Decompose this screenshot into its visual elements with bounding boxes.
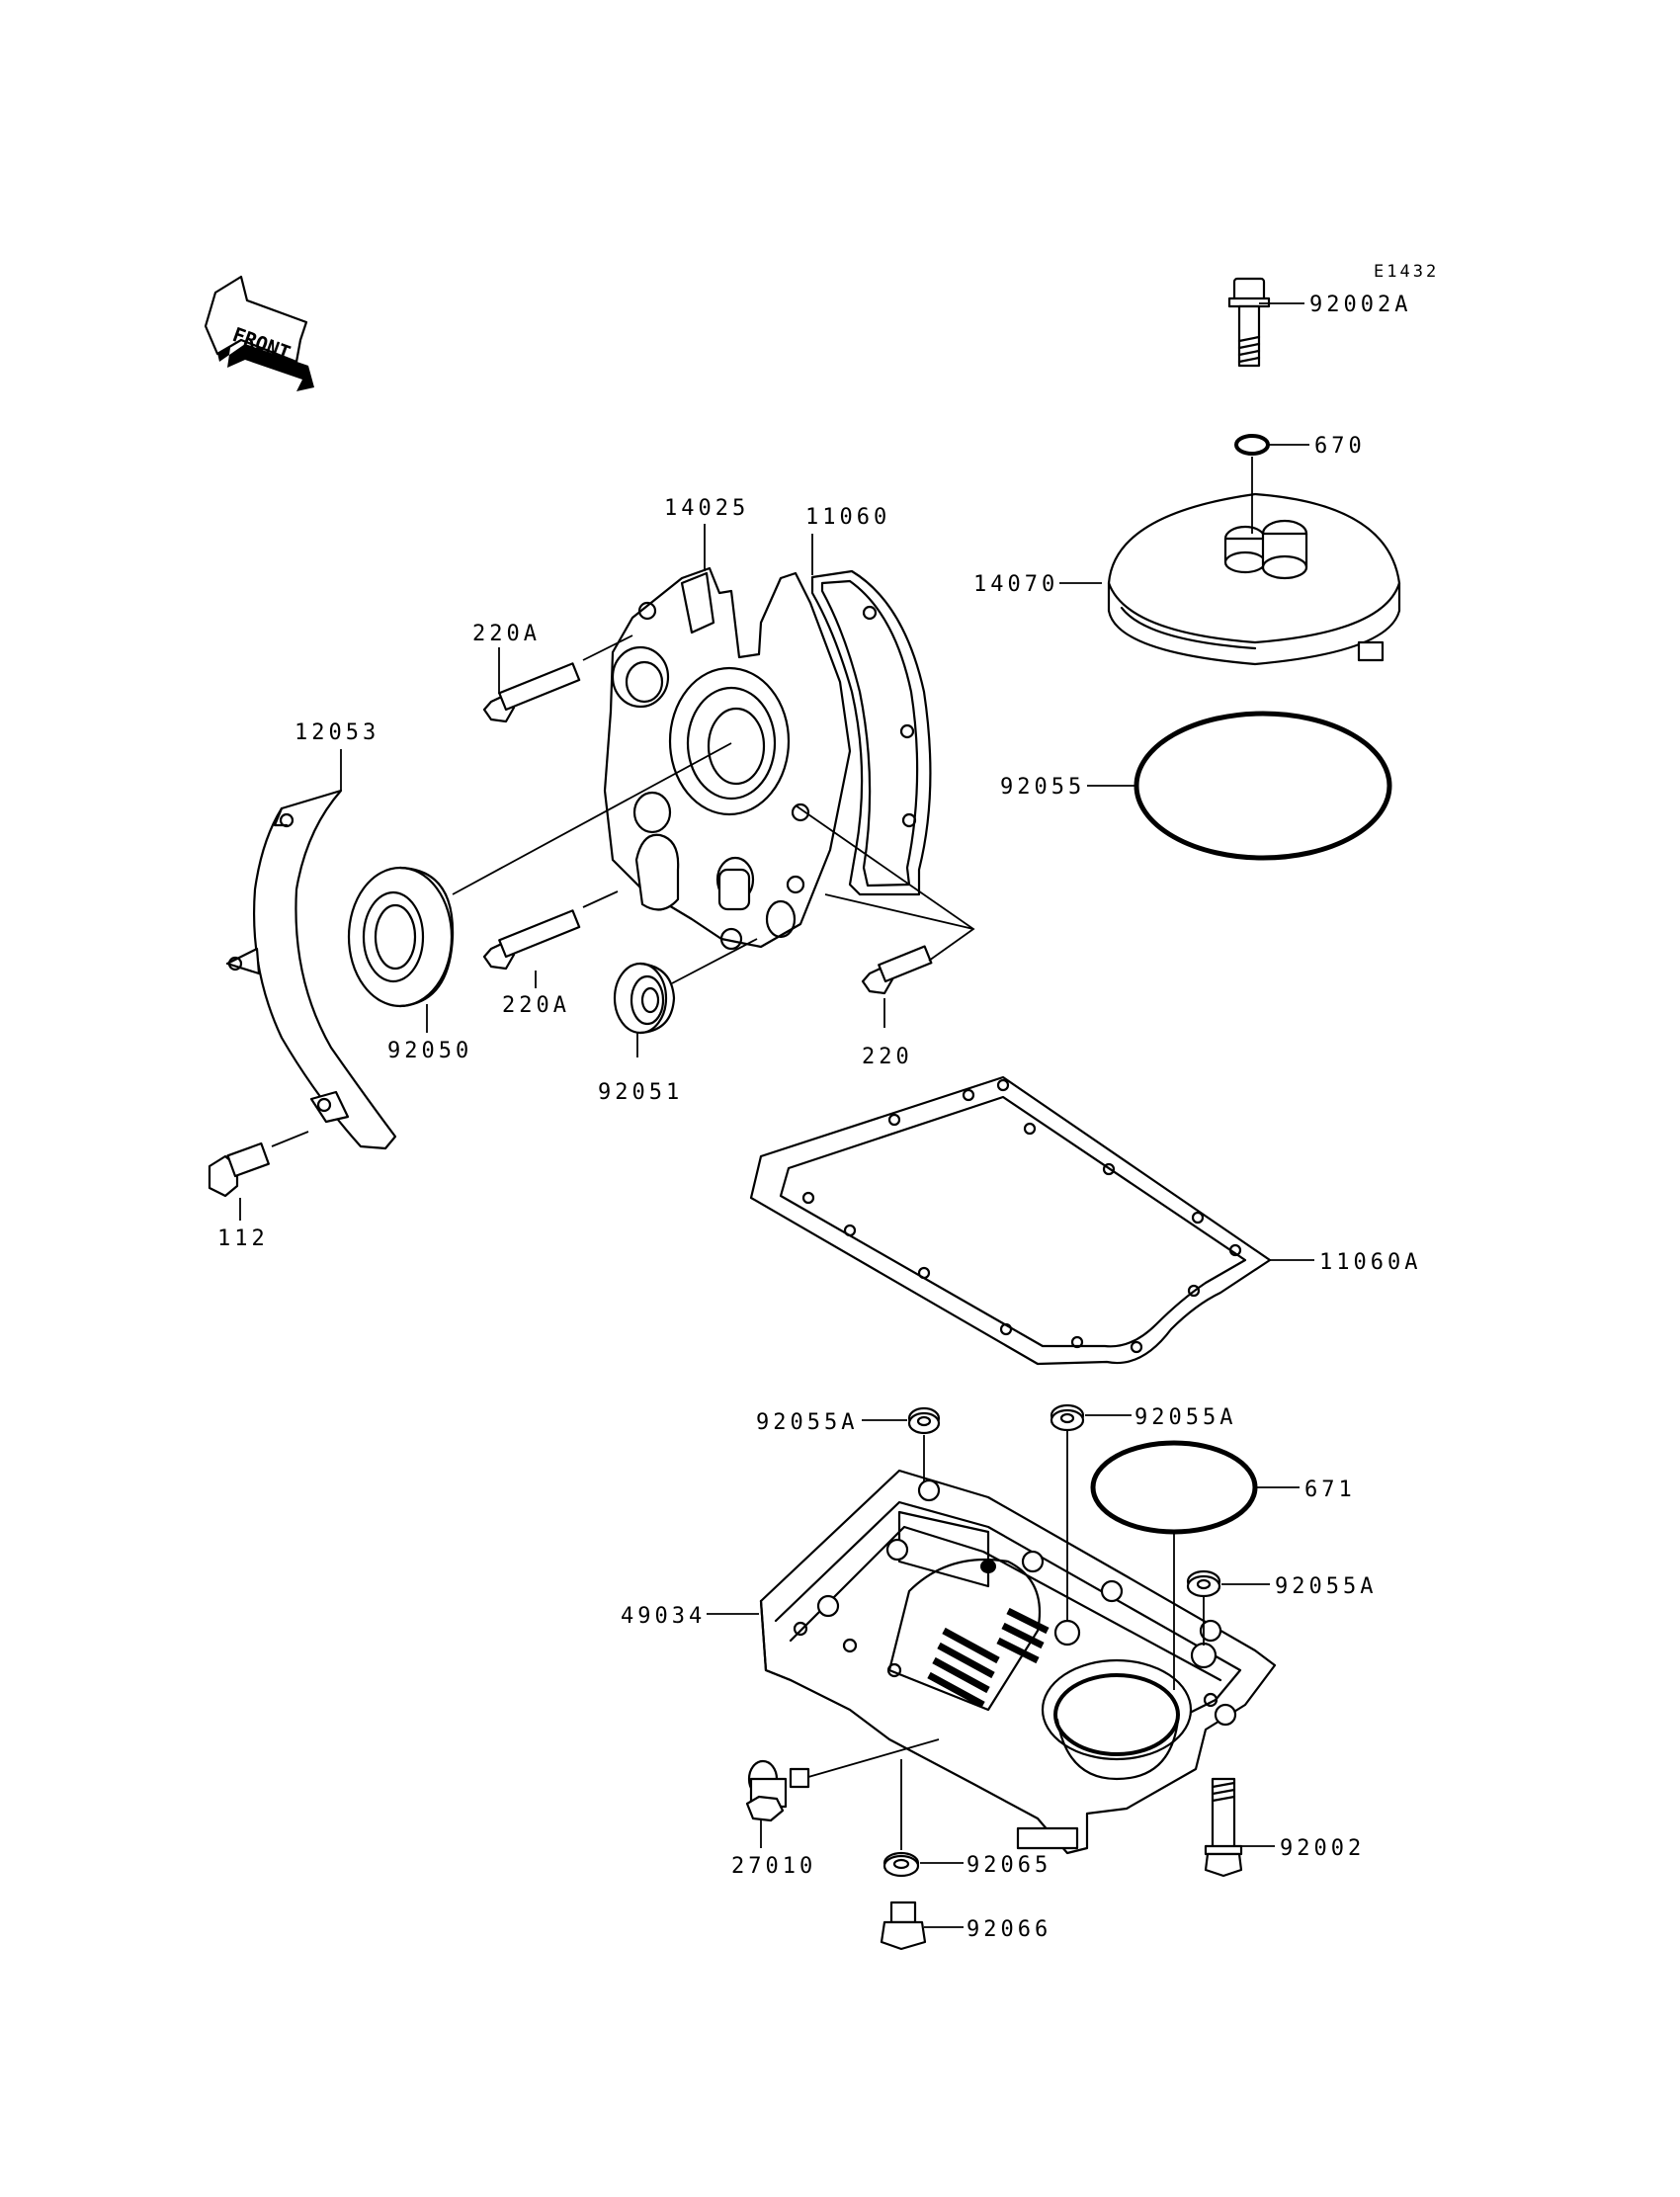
bolt-92002 (1204, 1777, 1243, 1878)
washer-92065 (882, 1851, 920, 1878)
label-92055: 92055 (1000, 775, 1085, 800)
bolt-220A-top (482, 662, 581, 723)
oring-92055 (1134, 711, 1392, 861)
label-49034: 49034 (621, 1604, 706, 1629)
label-112: 112 (217, 1226, 269, 1251)
label-220: 220 (862, 1045, 913, 1069)
label-92055A-right: 92055A (1275, 1574, 1377, 1599)
label-671: 671 (1304, 1478, 1356, 1502)
plug-92066 (880, 1901, 927, 1951)
bolt-112 (208, 1141, 270, 1198)
label-14025: 14025 (664, 496, 749, 521)
label-92050: 92050 (387, 1039, 472, 1063)
label-11060A: 11060A (1319, 1250, 1421, 1275)
diagram-code: E1432 (1374, 262, 1439, 282)
bolt-220 (861, 945, 933, 995)
label-92055A-mid: 92055A (1134, 1405, 1236, 1430)
oring-671 (1090, 1440, 1258, 1535)
front-arrow-icon: FRONT (204, 275, 314, 391)
bearing-92051 (613, 962, 676, 1035)
label-92055A-left: 92055A (756, 1410, 858, 1435)
washer-92055A-mid (1050, 1403, 1085, 1432)
label-220A-bottom: 220A (502, 993, 570, 1018)
label-92002A: 92002A (1309, 293, 1411, 317)
label-11060: 11060 (805, 505, 890, 530)
switch-27010 (745, 1759, 810, 1822)
oil-pan-49034 (759, 1469, 1277, 1855)
label-14070: 14070 (973, 572, 1058, 597)
cover-14025 (603, 566, 852, 951)
oring-670 (1234, 434, 1270, 456)
label-670: 670 (1314, 434, 1366, 459)
label-92066: 92066 (966, 1917, 1051, 1942)
label-92002: 92002 (1280, 1836, 1365, 1861)
seal-92050 (347, 866, 455, 1008)
washer-92055A-right (1186, 1569, 1221, 1598)
guide-12053 (225, 789, 397, 1150)
label-92065: 92065 (966, 1853, 1051, 1878)
bolt-220A-bottom (482, 909, 581, 971)
gasket-11060A (749, 1075, 1272, 1366)
label-27010: 27010 (731, 1854, 816, 1879)
label-12053: 12053 (294, 720, 379, 745)
bolt-92002A (1227, 277, 1271, 368)
cover-14070 (1107, 457, 1401, 666)
label-92051: 92051 (598, 1080, 683, 1105)
washer-92055A-left (907, 1406, 941, 1435)
label-220A-top: 220A (472, 622, 541, 646)
